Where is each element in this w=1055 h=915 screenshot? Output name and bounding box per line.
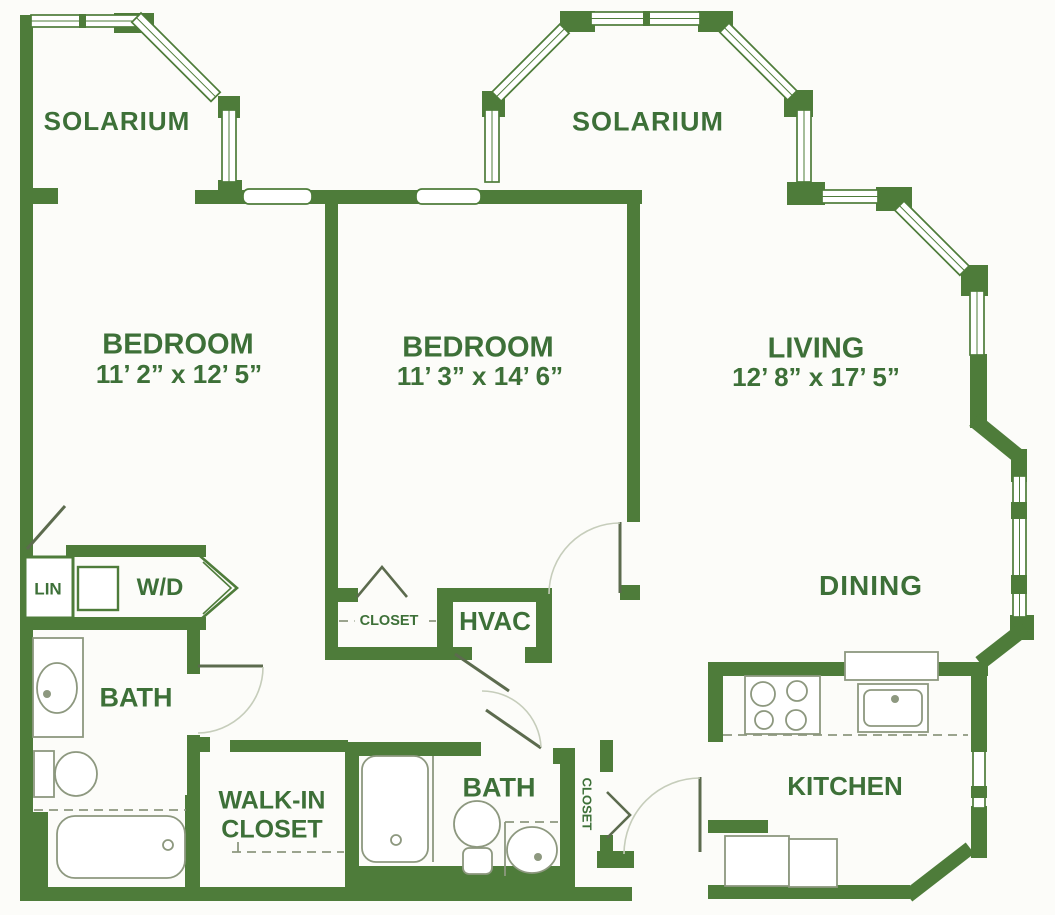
- doors: [25, 505, 702, 855]
- bathtub-left: [56, 815, 186, 879]
- door-bedroom-left: [25, 505, 67, 550]
- label-kitchen: KITCHEN: [787, 771, 903, 801]
- label-bath-center: BATH: [462, 772, 536, 803]
- door-hvac: [454, 652, 510, 693]
- toilet-tank-left: [33, 750, 55, 798]
- label-living: LIVING: [767, 332, 865, 365]
- bifold-door-bedroom-closet: [356, 564, 408, 598]
- label-dining: DINING: [819, 570, 923, 601]
- label-solarium-center: SOLARIUM: [572, 106, 724, 137]
- fixtures-bath-center: [361, 755, 558, 876]
- refrigerator: [724, 835, 790, 887]
- sink-left: [36, 662, 78, 714]
- linen-closet-box: [23, 555, 75, 620]
- label-walk-in-closet-line2: CLOSET: [221, 815, 323, 844]
- door-bath-center: [485, 708, 542, 750]
- label-bedroom-left: BEDROOM: [102, 328, 254, 361]
- fixtures-bath-left: [32, 637, 186, 879]
- label-walk-in-closet-line1: WALK-IN: [218, 786, 326, 815]
- bifold-door-entry-closet: [606, 791, 632, 839]
- label-closet-entry: CLOSET: [579, 777, 595, 831]
- toilet-left: [54, 751, 98, 797]
- window-mullions: [79, 11, 1027, 798]
- label-linen: LIN: [34, 579, 62, 599]
- dims-bedroom-left: 11’ 2” x 12’ 5”: [95, 359, 263, 389]
- label-hvac: HVAC: [459, 606, 531, 636]
- label-solarium-left: SOLARIUM: [43, 106, 191, 136]
- label-bath-left: BATH: [99, 682, 173, 713]
- washer-dryer-box: [76, 565, 120, 612]
- walls: [20, 11, 1034, 901]
- fixtures-walk-in-closet: [232, 842, 344, 853]
- label-bedroom-center: BEDROOM: [402, 331, 554, 364]
- fixtures-laundry: [23, 555, 239, 621]
- kitchen-cabinet: [788, 838, 838, 888]
- diagonal-walls: [903, 414, 1030, 902]
- fixtures-kitchen: [723, 651, 968, 888]
- dims-living: 12’ 8” x 17’ 5”: [732, 362, 900, 392]
- label-closet-bedroom: CLOSET: [354, 614, 424, 629]
- label-washer-dryer: W/D: [136, 574, 184, 601]
- sink-center: [506, 826, 558, 874]
- toilet-center: [453, 800, 501, 848]
- counter-passthrough: [844, 651, 939, 681]
- bathtub-center: [361, 755, 429, 863]
- bifold-door-wd: [199, 555, 239, 621]
- dims-bedroom-center: 11’ 3” x 14’ 6”: [396, 361, 564, 391]
